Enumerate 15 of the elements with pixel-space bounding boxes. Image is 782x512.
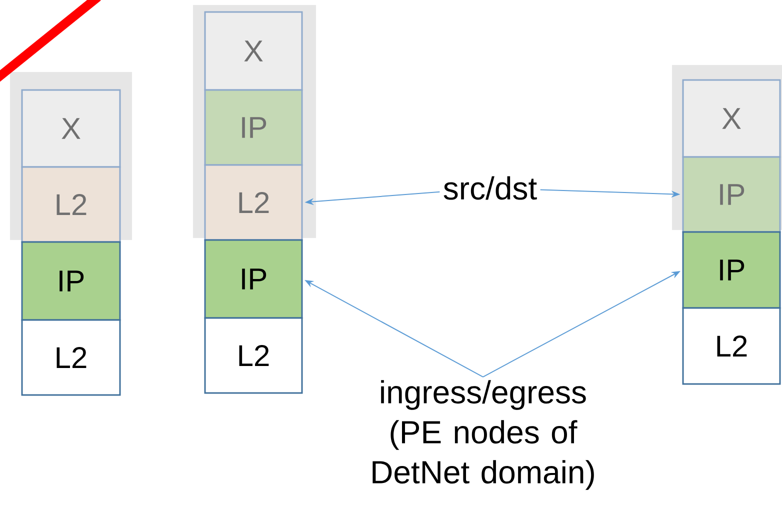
stack-cell: IP <box>682 231 781 309</box>
annotation-text: src/dst <box>444 176 537 200</box>
stack-cell: X <box>682 79 781 158</box>
stack-cell: IP <box>682 156 781 233</box>
stack-cell: L2 <box>204 164 303 241</box>
stack-cell: IP <box>204 89 303 166</box>
stack-cell: IP <box>204 239 303 319</box>
annotation-text: ingress/egress (PE nodes of DetNet domain) <box>372 380 594 490</box>
stack-cell: X <box>204 11 303 91</box>
stack-cell: IP <box>21 241 121 321</box>
stack-cell: L2 <box>21 319 121 396</box>
stack-cell: L2 <box>21 166 121 243</box>
stack-cell: L2 <box>204 317 303 394</box>
stack-cell: L2 <box>682 307 781 385</box>
stack-cell: X <box>21 89 121 168</box>
